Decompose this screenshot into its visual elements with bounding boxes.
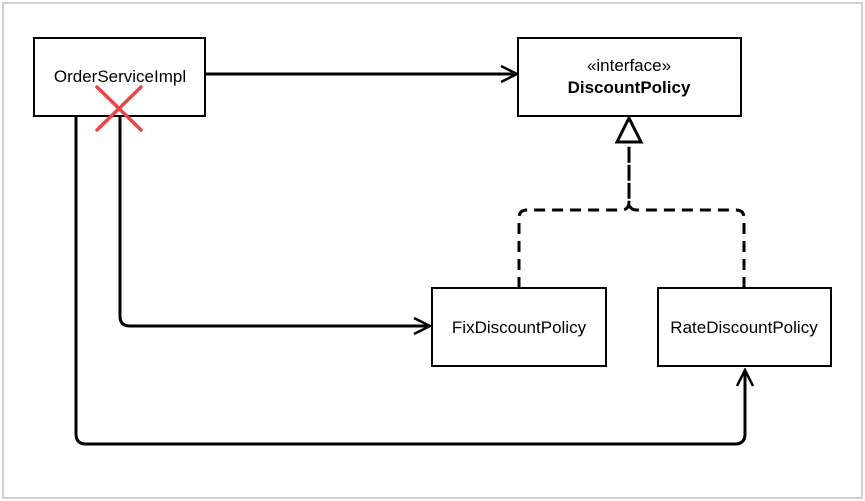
- order-service-impl-box: OrderServiceImpl: [33, 37, 206, 117]
- fix-discount-policy-box: FixDiscountPolicy: [431, 287, 607, 367]
- fix-discount-policy-label: FixDiscountPolicy: [452, 318, 587, 337]
- arrow-order-to-fixdiscountpolicy: [118, 116, 430, 326]
- discount-policy-stereotype: «interface»: [587, 56, 671, 75]
- order-service-impl-label: OrderServiceImpl: [54, 67, 186, 86]
- realization-rate-to-interface: [627, 146, 746, 288]
- rate-discount-policy-box: RateDiscountPolicy: [657, 287, 832, 367]
- arrow-order-to-ratediscountpolicy: [74, 116, 745, 446]
- realization-arrowhead: [614, 114, 644, 144]
- realization-fix-to-interface: [517, 146, 631, 288]
- rate-discount-policy-label: RateDiscountPolicy: [670, 318, 818, 337]
- red-x-cross-icon: [95, 85, 143, 132]
- discount-policy-label: DiscountPolicy: [568, 78, 691, 97]
- discount-policy-box: «interface» DiscountPolicy: [517, 37, 742, 117]
